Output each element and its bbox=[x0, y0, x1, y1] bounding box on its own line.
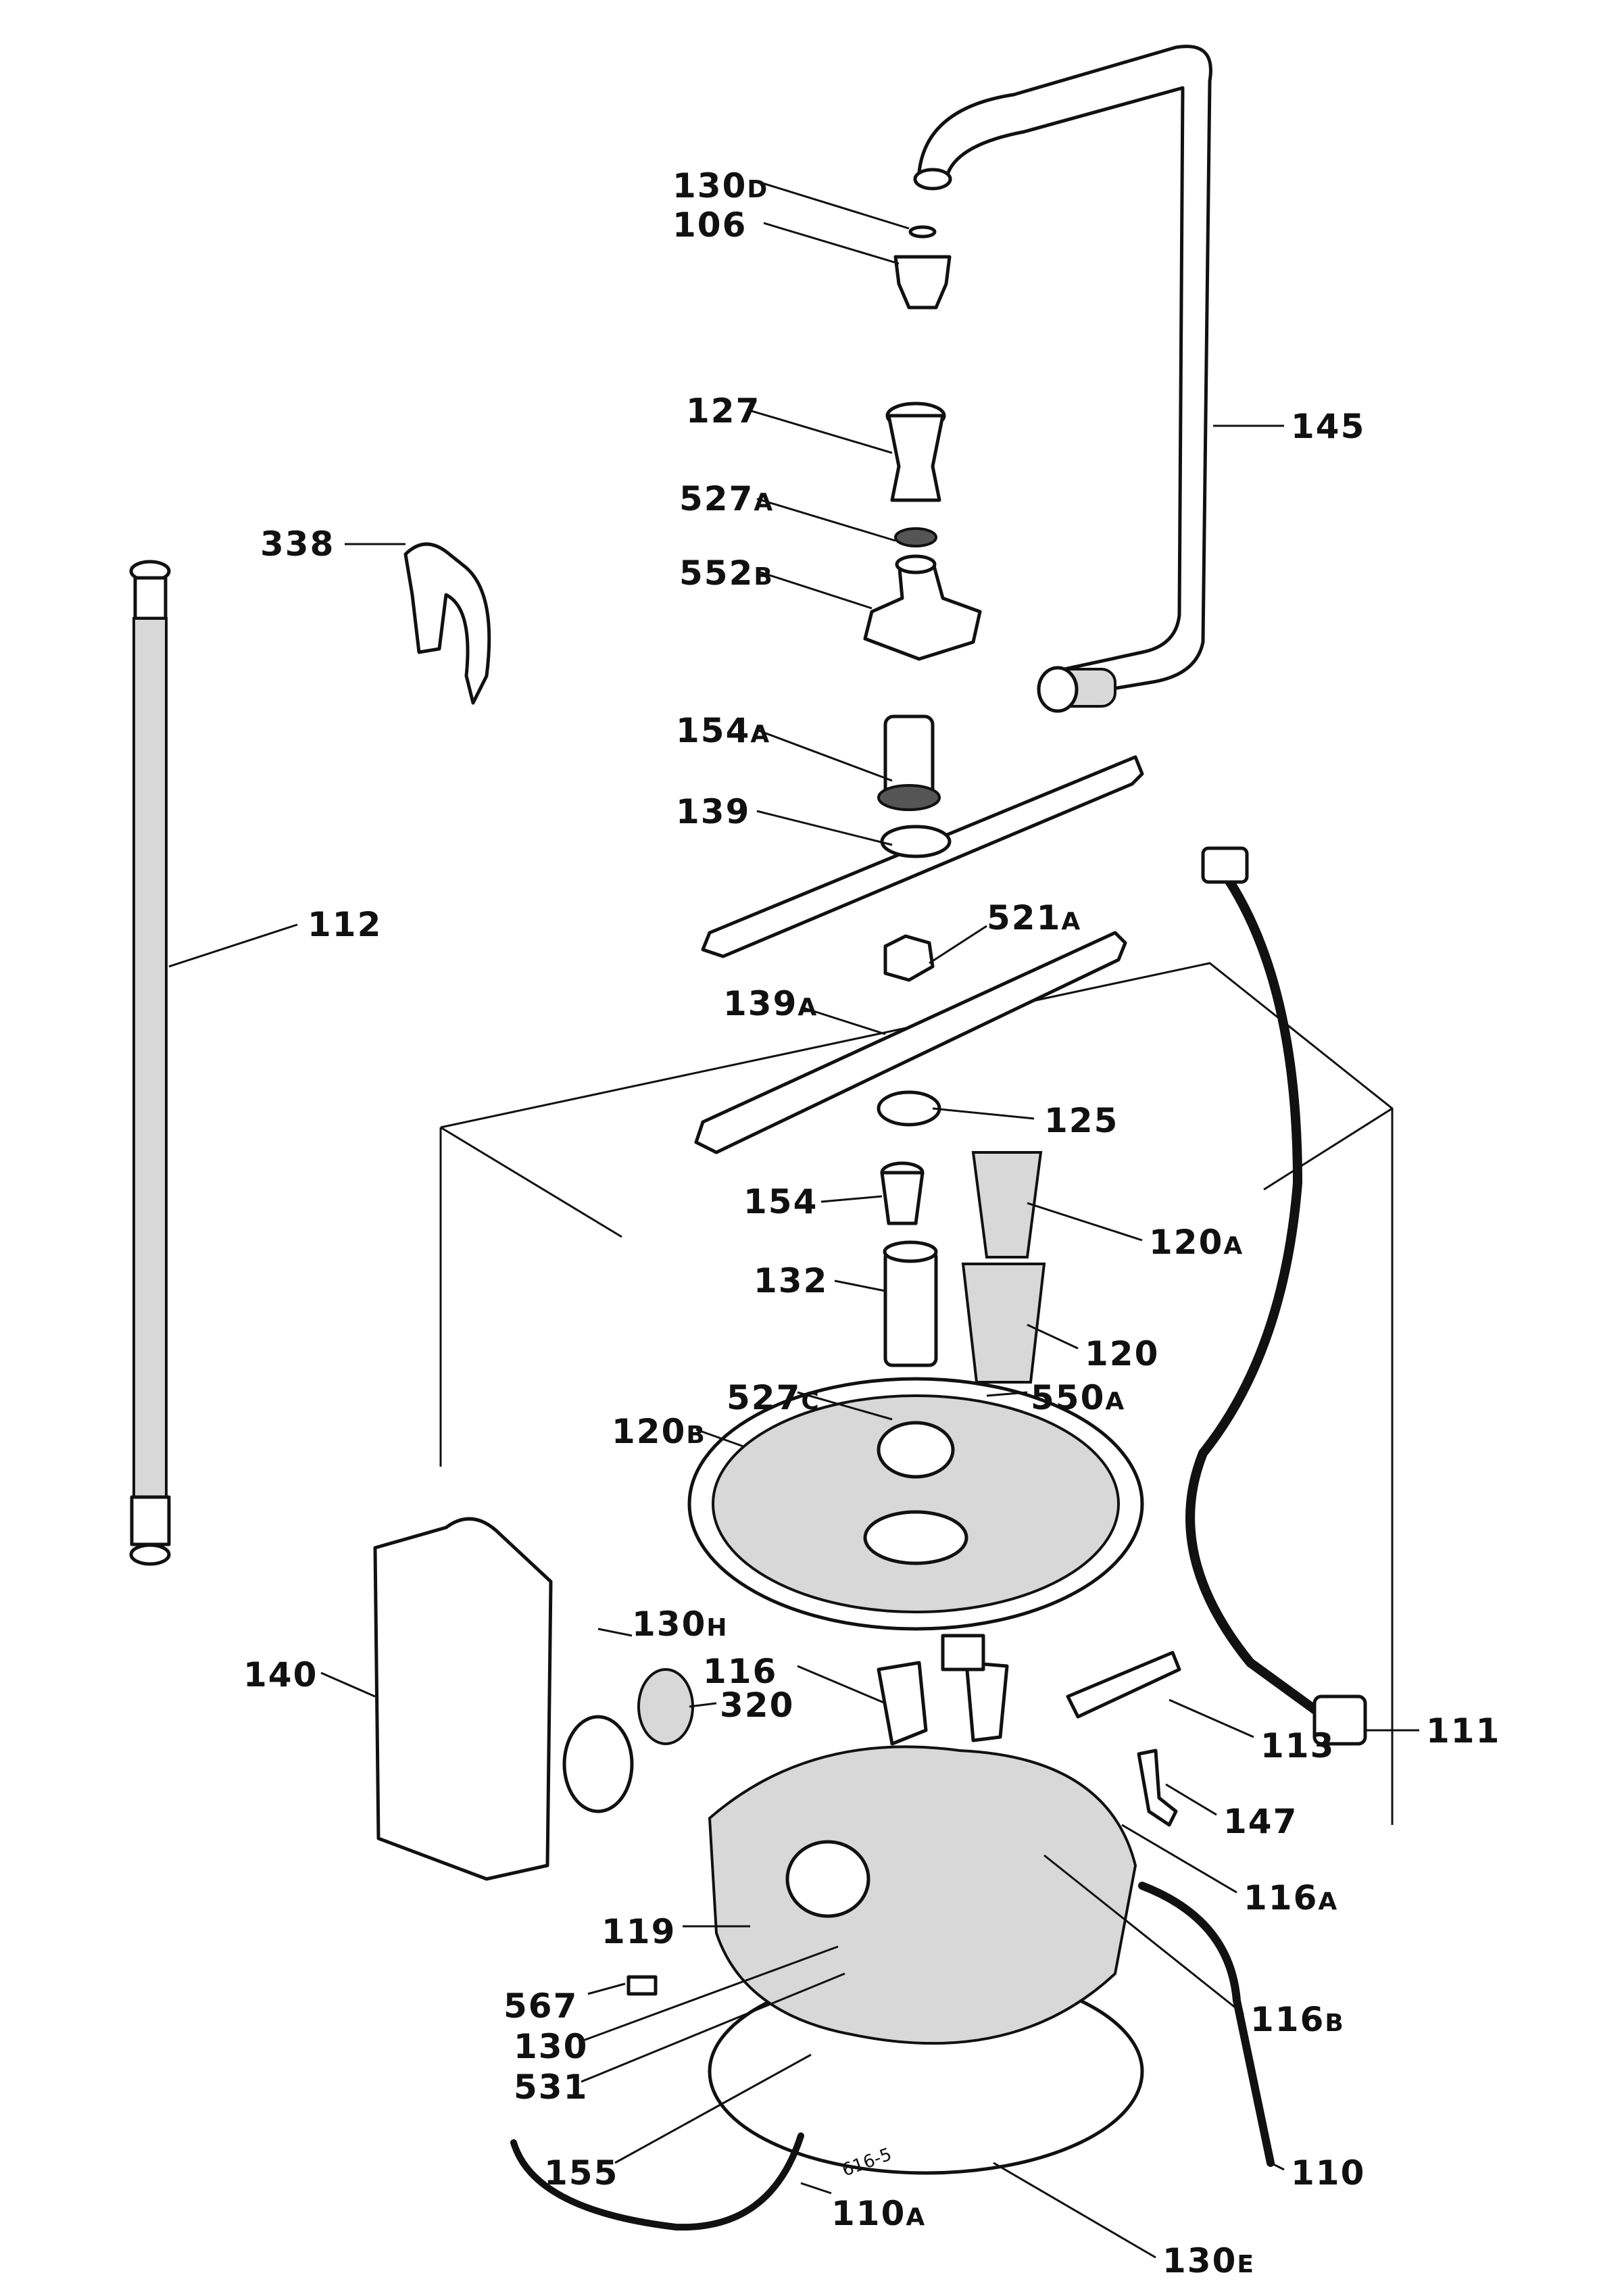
label-120: 120 bbox=[1085, 1334, 1159, 1373]
filters bbox=[961, 1151, 1046, 1384]
label-155: 155 bbox=[544, 2153, 618, 2193]
label-338: 338 bbox=[260, 524, 335, 564]
braided-hose bbox=[129, 560, 171, 1566]
label-120a: 120A bbox=[1149, 1223, 1244, 1262]
small-part-567 bbox=[626, 1975, 658, 1996]
label-130h: 130H bbox=[632, 1605, 729, 1644]
center-tube bbox=[883, 1240, 938, 1367]
label-130: 130 bbox=[514, 2027, 588, 2066]
label-110: 110 bbox=[1291, 2153, 1365, 2193]
filter-plate bbox=[687, 1377, 1144, 1631]
label-154: 154 bbox=[743, 1182, 818, 1221]
seal-ring-527a bbox=[894, 527, 937, 547]
hose-clip bbox=[403, 542, 491, 705]
label-531: 531 bbox=[514, 2068, 588, 2107]
label-527c: 527C bbox=[727, 1378, 820, 1417]
label-111: 111 bbox=[1426, 1711, 1500, 1751]
label-127: 127 bbox=[686, 391, 760, 431]
spray-coupling bbox=[885, 401, 946, 502]
small-hose bbox=[510, 2132, 804, 2231]
label-116: 116 bbox=[703, 1652, 777, 1691]
label-116b: 116B bbox=[1250, 2000, 1345, 2039]
label-140: 140 bbox=[243, 1655, 318, 1694]
leader-lines bbox=[168, 181, 1419, 2259]
label-110a: 110A bbox=[831, 2194, 926, 2233]
upper-spray-arm bbox=[701, 714, 1144, 958]
bearing-bracket bbox=[863, 554, 982, 661]
upper-supply-tube bbox=[913, 45, 1212, 713]
nozzle-154 bbox=[880, 1161, 925, 1225]
label-132: 132 bbox=[754, 1261, 828, 1300]
label-125: 125 bbox=[1044, 1101, 1119, 1140]
label-154a: 154A bbox=[676, 711, 770, 750]
label-147: 147 bbox=[1223, 1802, 1298, 1841]
dispenser-box bbox=[373, 1517, 553, 1881]
label-139a: 139A bbox=[723, 984, 818, 1023]
tube-nut bbox=[893, 225, 952, 310]
label-139: 139 bbox=[676, 792, 750, 831]
seal-and-disc bbox=[562, 1668, 694, 1813]
label-552b: 552B bbox=[679, 554, 774, 593]
label-112: 112 bbox=[308, 905, 382, 944]
label-113: 113 bbox=[1260, 1726, 1335, 1765]
label-130e: 130E bbox=[1162, 2241, 1255, 2280]
label-130d: 130D bbox=[672, 166, 768, 205]
sump-base bbox=[708, 1634, 1144, 2175]
label-106: 106 bbox=[672, 205, 747, 245]
label-567: 567 bbox=[503, 1986, 578, 2026]
label-120b: 120B bbox=[612, 1412, 706, 1451]
label-521a: 521A bbox=[987, 898, 1081, 937]
label-145: 145 bbox=[1291, 407, 1365, 446]
label-527a: 527A bbox=[679, 479, 774, 518]
label-116a: 116A bbox=[1244, 1878, 1338, 1918]
fittings bbox=[1066, 1651, 1181, 1827]
label-320: 320 bbox=[720, 1686, 794, 1725]
part-labels: 130D 106 127 145 527A 338 552B 154A 139 … bbox=[243, 166, 1500, 2280]
lower-spray-arm bbox=[694, 931, 1127, 1154]
arm-bracket bbox=[883, 934, 935, 982]
label-119: 119 bbox=[601, 1912, 676, 1951]
drain-hose bbox=[1138, 1882, 1275, 2167]
cabinet-outline bbox=[439, 962, 1394, 1825]
label-550a: 550A bbox=[1031, 1378, 1125, 1417]
inlet-hose bbox=[1185, 846, 1367, 1746]
